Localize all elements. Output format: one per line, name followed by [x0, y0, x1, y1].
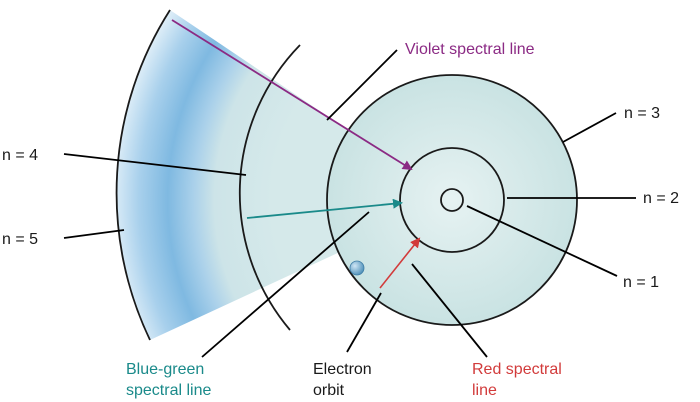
label-red-spectral-line: Red spectral: [472, 361, 562, 378]
label-electron-orbit: Electron: [313, 361, 372, 378]
label-violet-spectral-line: Violet spectral line: [405, 41, 535, 58]
label-n5: n = 5: [2, 231, 38, 248]
leader-n5: [63, 229, 125, 239]
violet-transition-arrow: [171, 19, 413, 171]
leader-n3: [562, 112, 617, 143]
leader-n1: [466, 205, 618, 277]
orbit-n4: [238, 44, 301, 331]
label-electron-orbit-2: orbit: [313, 382, 345, 399]
leader-violet: [326, 49, 398, 121]
leader-red: [411, 263, 488, 358]
label-n2: n = 2: [643, 190, 679, 207]
orbit-n5: [115, 9, 171, 341]
label-n4: n = 4: [2, 147, 38, 164]
orbit-n3: [326, 74, 578, 326]
label-n1: n = 1: [623, 274, 659, 291]
label-blue-green-spectral-line: Blue-green: [126, 361, 204, 378]
outer-orbit-band: [116, 10, 452, 340]
red-transition-arrow: [379, 237, 421, 289]
orbit-n3-disk: [327, 75, 577, 325]
blue-green-transition-arrow: [246, 198, 403, 219]
label-red-spectral-line-2: line: [472, 382, 497, 399]
label-blue-green-spectral-line-2: spectral line: [126, 382, 211, 399]
leader-blue-green: [201, 211, 370, 358]
label-n3: n = 3: [624, 105, 660, 122]
leader-electron: [346, 292, 382, 353]
orbit-n1: [440, 188, 464, 212]
leader-n4: [63, 153, 247, 176]
electron: [349, 260, 365, 276]
